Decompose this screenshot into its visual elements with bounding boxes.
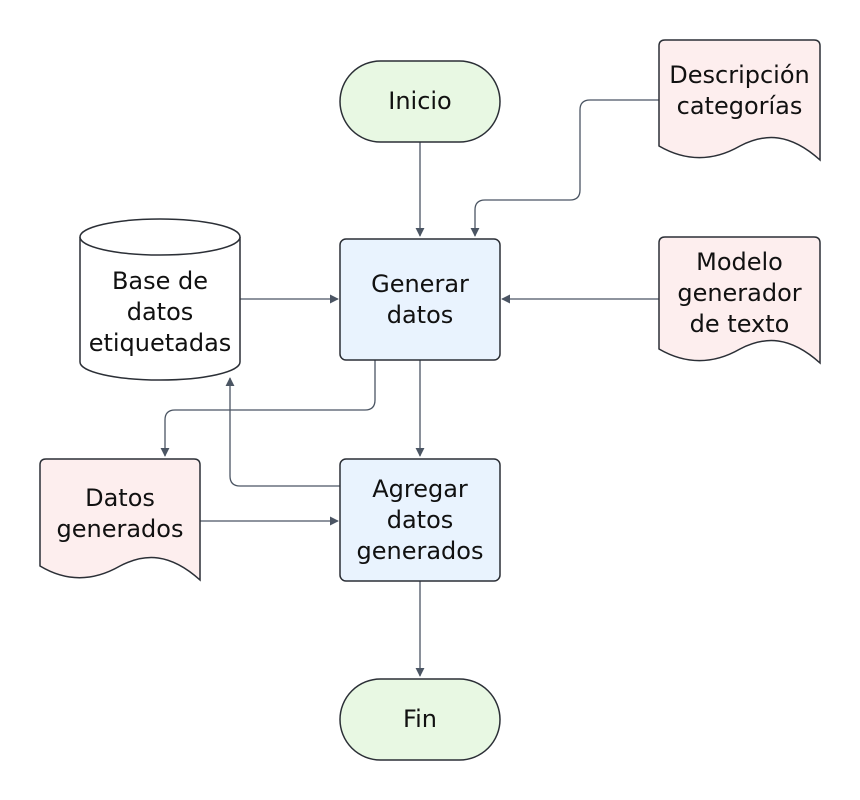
datos-generados-document-shape[interactable] (39, 458, 201, 582)
connector-generar-to-datos-generados (160, 360, 376, 457)
generar-datos-process-shape[interactable] (339, 238, 501, 361)
agregar-datos-process-shape[interactable] (339, 458, 501, 582)
descripcion-document-shape[interactable] (658, 39, 821, 162)
modelo-document-shape[interactable] (658, 236, 821, 365)
shapes (39, 39, 821, 761)
connector-agregar-to-base (225, 377, 340, 487)
connector-descripcion-to-generar (470, 99, 659, 237)
fin-terminal-shape[interactable] (339, 678, 501, 761)
base-datos-cylinder-shape[interactable] (79, 218, 241, 381)
connectors (160, 99, 659, 677)
inicio-terminal-shape[interactable] (339, 60, 501, 143)
